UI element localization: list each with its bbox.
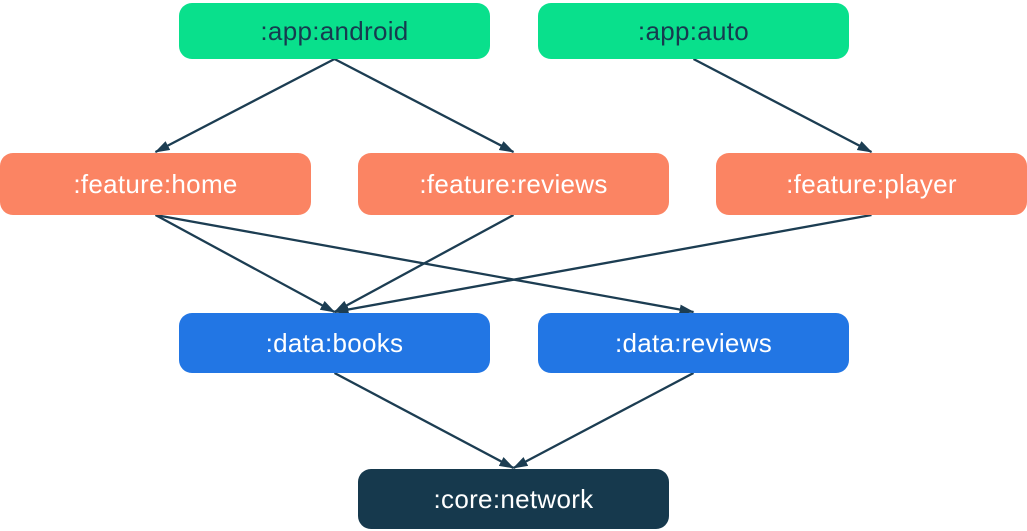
node-core-network: :core:network <box>358 469 669 529</box>
edge-app-android-to-feature-home <box>154 57 336 154</box>
node-data-reviews: :data:reviews <box>538 313 849 373</box>
edge-feature-home-to-data-books <box>154 213 336 314</box>
node-label: :data:books <box>265 327 404 358</box>
edge-feature-home-to-data-reviews <box>155 213 695 315</box>
node-label: :app:auto <box>637 15 750 46</box>
node-app-android: :app:android <box>179 3 490 59</box>
node-app-auto: :app:auto <box>538 3 849 59</box>
node-label: :feature:player <box>786 168 957 199</box>
edge-app-android-to-feature-reviews <box>333 57 515 154</box>
node-label: :app:android <box>260 15 409 46</box>
edge-feature-player-to-data-books <box>333 213 872 315</box>
edge-data-reviews-to-core-network <box>512 371 695 470</box>
edge-feature-reviews-to-data-books <box>333 213 515 314</box>
node-data-books: :data:books <box>179 313 490 373</box>
edge-data-books-to-core-network <box>333 371 515 470</box>
node-feature-reviews: :feature:reviews <box>358 153 669 215</box>
edge-app-auto-to-feature-player <box>692 57 873 154</box>
node-feature-home: :feature:home <box>0 153 311 215</box>
node-label: :core:network <box>433 483 594 514</box>
node-label: :feature:home <box>73 168 238 199</box>
node-label: :data:reviews <box>614 327 773 358</box>
node-label: :feature:reviews <box>419 168 608 199</box>
node-feature-player: :feature:player <box>716 153 1027 215</box>
